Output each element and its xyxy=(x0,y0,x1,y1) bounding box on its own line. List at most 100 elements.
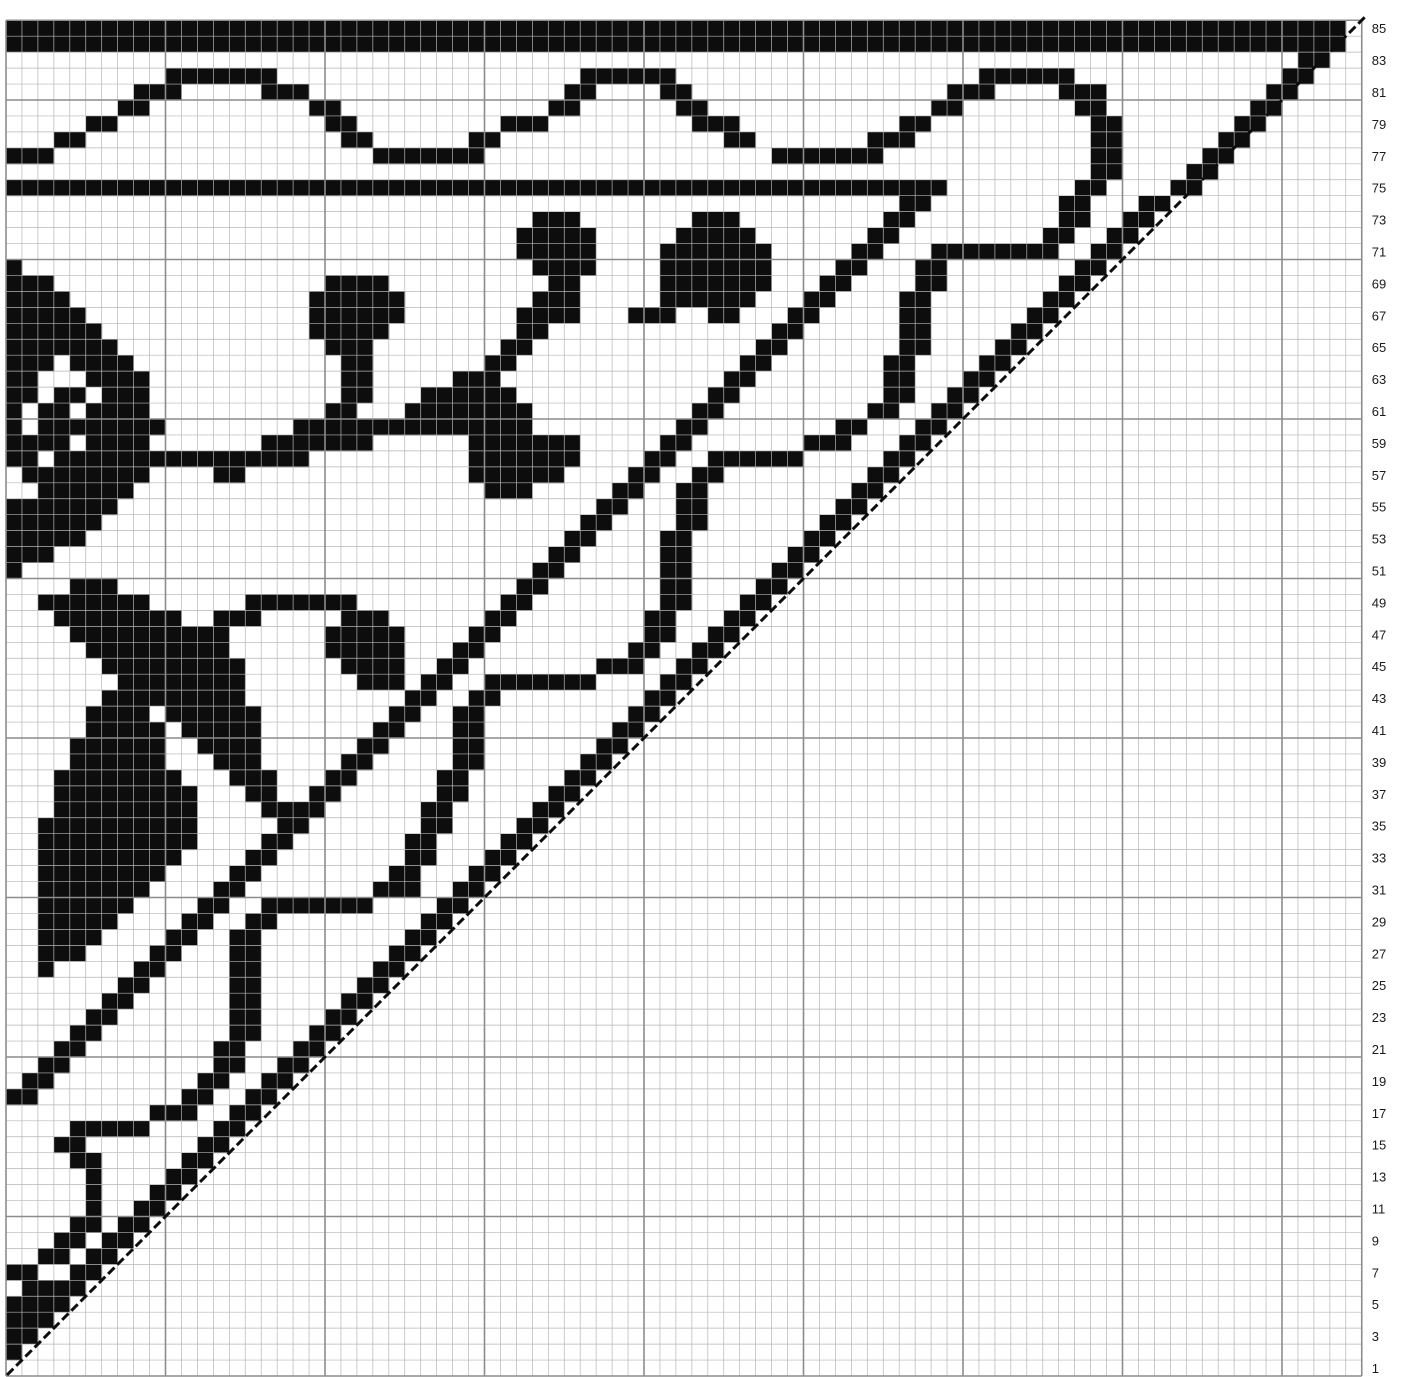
row-label: 7 xyxy=(1372,1265,1379,1280)
row-label: 13 xyxy=(1372,1170,1386,1185)
row-label: 27 xyxy=(1372,946,1386,961)
filled-cell-run xyxy=(181,722,261,738)
filled-cell-run xyxy=(6,307,86,323)
row-label: 75 xyxy=(1372,181,1386,196)
row-label: 73 xyxy=(1372,213,1386,228)
filled-cell-run xyxy=(628,307,676,323)
filled-cell-run xyxy=(532,212,580,228)
filled-cell-run xyxy=(373,882,421,898)
filled-cell-run xyxy=(6,275,54,291)
row-label: 81 xyxy=(1372,85,1386,100)
filled-cell-run xyxy=(692,116,740,132)
filled-cell-run xyxy=(516,244,596,260)
row-label: 59 xyxy=(1372,436,1386,451)
filled-cell-run xyxy=(134,84,182,100)
row-label: 45 xyxy=(1372,659,1386,674)
filled-cell-run xyxy=(676,228,756,244)
filled-cell-run xyxy=(293,419,373,435)
row-label: 69 xyxy=(1372,276,1386,291)
filled-cell-run xyxy=(341,610,389,626)
row-label: 47 xyxy=(1372,627,1386,642)
filled-cell-run xyxy=(804,435,852,451)
filled-cell-run xyxy=(325,339,373,355)
row-label: 11 xyxy=(1372,1202,1386,1217)
filled-cell-run xyxy=(6,499,118,515)
filled-cell-run xyxy=(261,435,373,451)
filled-cell-run xyxy=(660,244,772,260)
filled-cell-run xyxy=(245,594,357,610)
filled-cell-run xyxy=(6,1312,54,1328)
row-label: 5 xyxy=(1372,1297,1379,1312)
row-label: 71 xyxy=(1372,245,1386,260)
filled-cell-run xyxy=(6,148,54,164)
row-label: 67 xyxy=(1372,308,1386,323)
filled-cell-run xyxy=(660,260,772,276)
filled-cell-run xyxy=(692,212,740,228)
filled-cell-run xyxy=(772,148,884,164)
filled-cell-run xyxy=(6,563,22,579)
filled-cell-run xyxy=(70,579,118,595)
filled-cell-run xyxy=(516,228,596,244)
row-label: 57 xyxy=(1372,468,1386,483)
filled-cell-run xyxy=(485,483,533,499)
filled-cell-run xyxy=(38,594,150,610)
filled-cell-run xyxy=(86,642,230,658)
filled-cell-run xyxy=(38,913,118,929)
filled-cell-run xyxy=(261,84,309,100)
filled-cell-run xyxy=(469,451,581,467)
row-label: 37 xyxy=(1372,787,1386,802)
row-label: 65 xyxy=(1372,340,1386,355)
filled-cell-run xyxy=(6,355,54,371)
row-label: 83 xyxy=(1372,53,1386,68)
filled-cell-run xyxy=(596,658,644,674)
filled-cell-run xyxy=(150,1105,198,1121)
filled-cell-run xyxy=(102,658,246,674)
filled-cell-run xyxy=(38,419,86,435)
filled-cell-run xyxy=(1059,84,1107,100)
filled-cell-run xyxy=(6,547,54,563)
row-label: 15 xyxy=(1372,1138,1386,1153)
filled-cell-run xyxy=(38,945,86,961)
row-label: 25 xyxy=(1372,978,1386,993)
filled-cell-run xyxy=(86,1201,102,1217)
filled-cell-run xyxy=(6,260,22,276)
filled-cell-run xyxy=(500,116,548,132)
filled-cell-run xyxy=(38,882,150,898)
row-label: 19 xyxy=(1372,1074,1386,1089)
row-label: 79 xyxy=(1372,117,1386,132)
row-label: 49 xyxy=(1372,595,1386,610)
filled-cell-run xyxy=(102,387,150,403)
filled-cell-run xyxy=(213,610,261,626)
row-label: 29 xyxy=(1372,914,1386,929)
filled-cell-run xyxy=(325,642,405,658)
row-label: 61 xyxy=(1372,404,1386,419)
row-number-labels: 1357911131517192123252729313335373941434… xyxy=(1372,21,1386,1376)
filled-cell-run xyxy=(532,291,580,307)
row-label: 63 xyxy=(1372,372,1386,387)
filled-cell-run xyxy=(86,722,166,738)
filled-cell-run xyxy=(867,132,915,148)
row-label: 43 xyxy=(1372,691,1386,706)
filled-cell-run xyxy=(166,690,246,706)
row-label: 85 xyxy=(1372,21,1386,36)
filled-cell-run xyxy=(86,419,166,435)
filled-cell-run xyxy=(86,1169,102,1185)
filled-cell-run xyxy=(309,323,389,339)
filled-cell-run xyxy=(947,84,995,100)
filled-cell-run xyxy=(38,961,54,977)
filled-cell-run xyxy=(166,68,278,84)
filled-cell-run xyxy=(660,275,772,291)
filled-cell-run xyxy=(6,180,947,196)
filled-cell-run xyxy=(229,770,277,786)
filled-cell-run xyxy=(6,1344,22,1360)
filled-cell-run xyxy=(86,1185,102,1201)
row-label: 77 xyxy=(1372,149,1386,164)
filled-cell-run xyxy=(485,674,597,690)
row-label: 17 xyxy=(1372,1106,1386,1121)
filled-cell-run xyxy=(469,435,581,451)
row-label: 53 xyxy=(1372,532,1386,547)
row-label: 41 xyxy=(1372,723,1386,738)
filled-cell-run xyxy=(373,148,485,164)
row-label: 35 xyxy=(1372,819,1386,834)
